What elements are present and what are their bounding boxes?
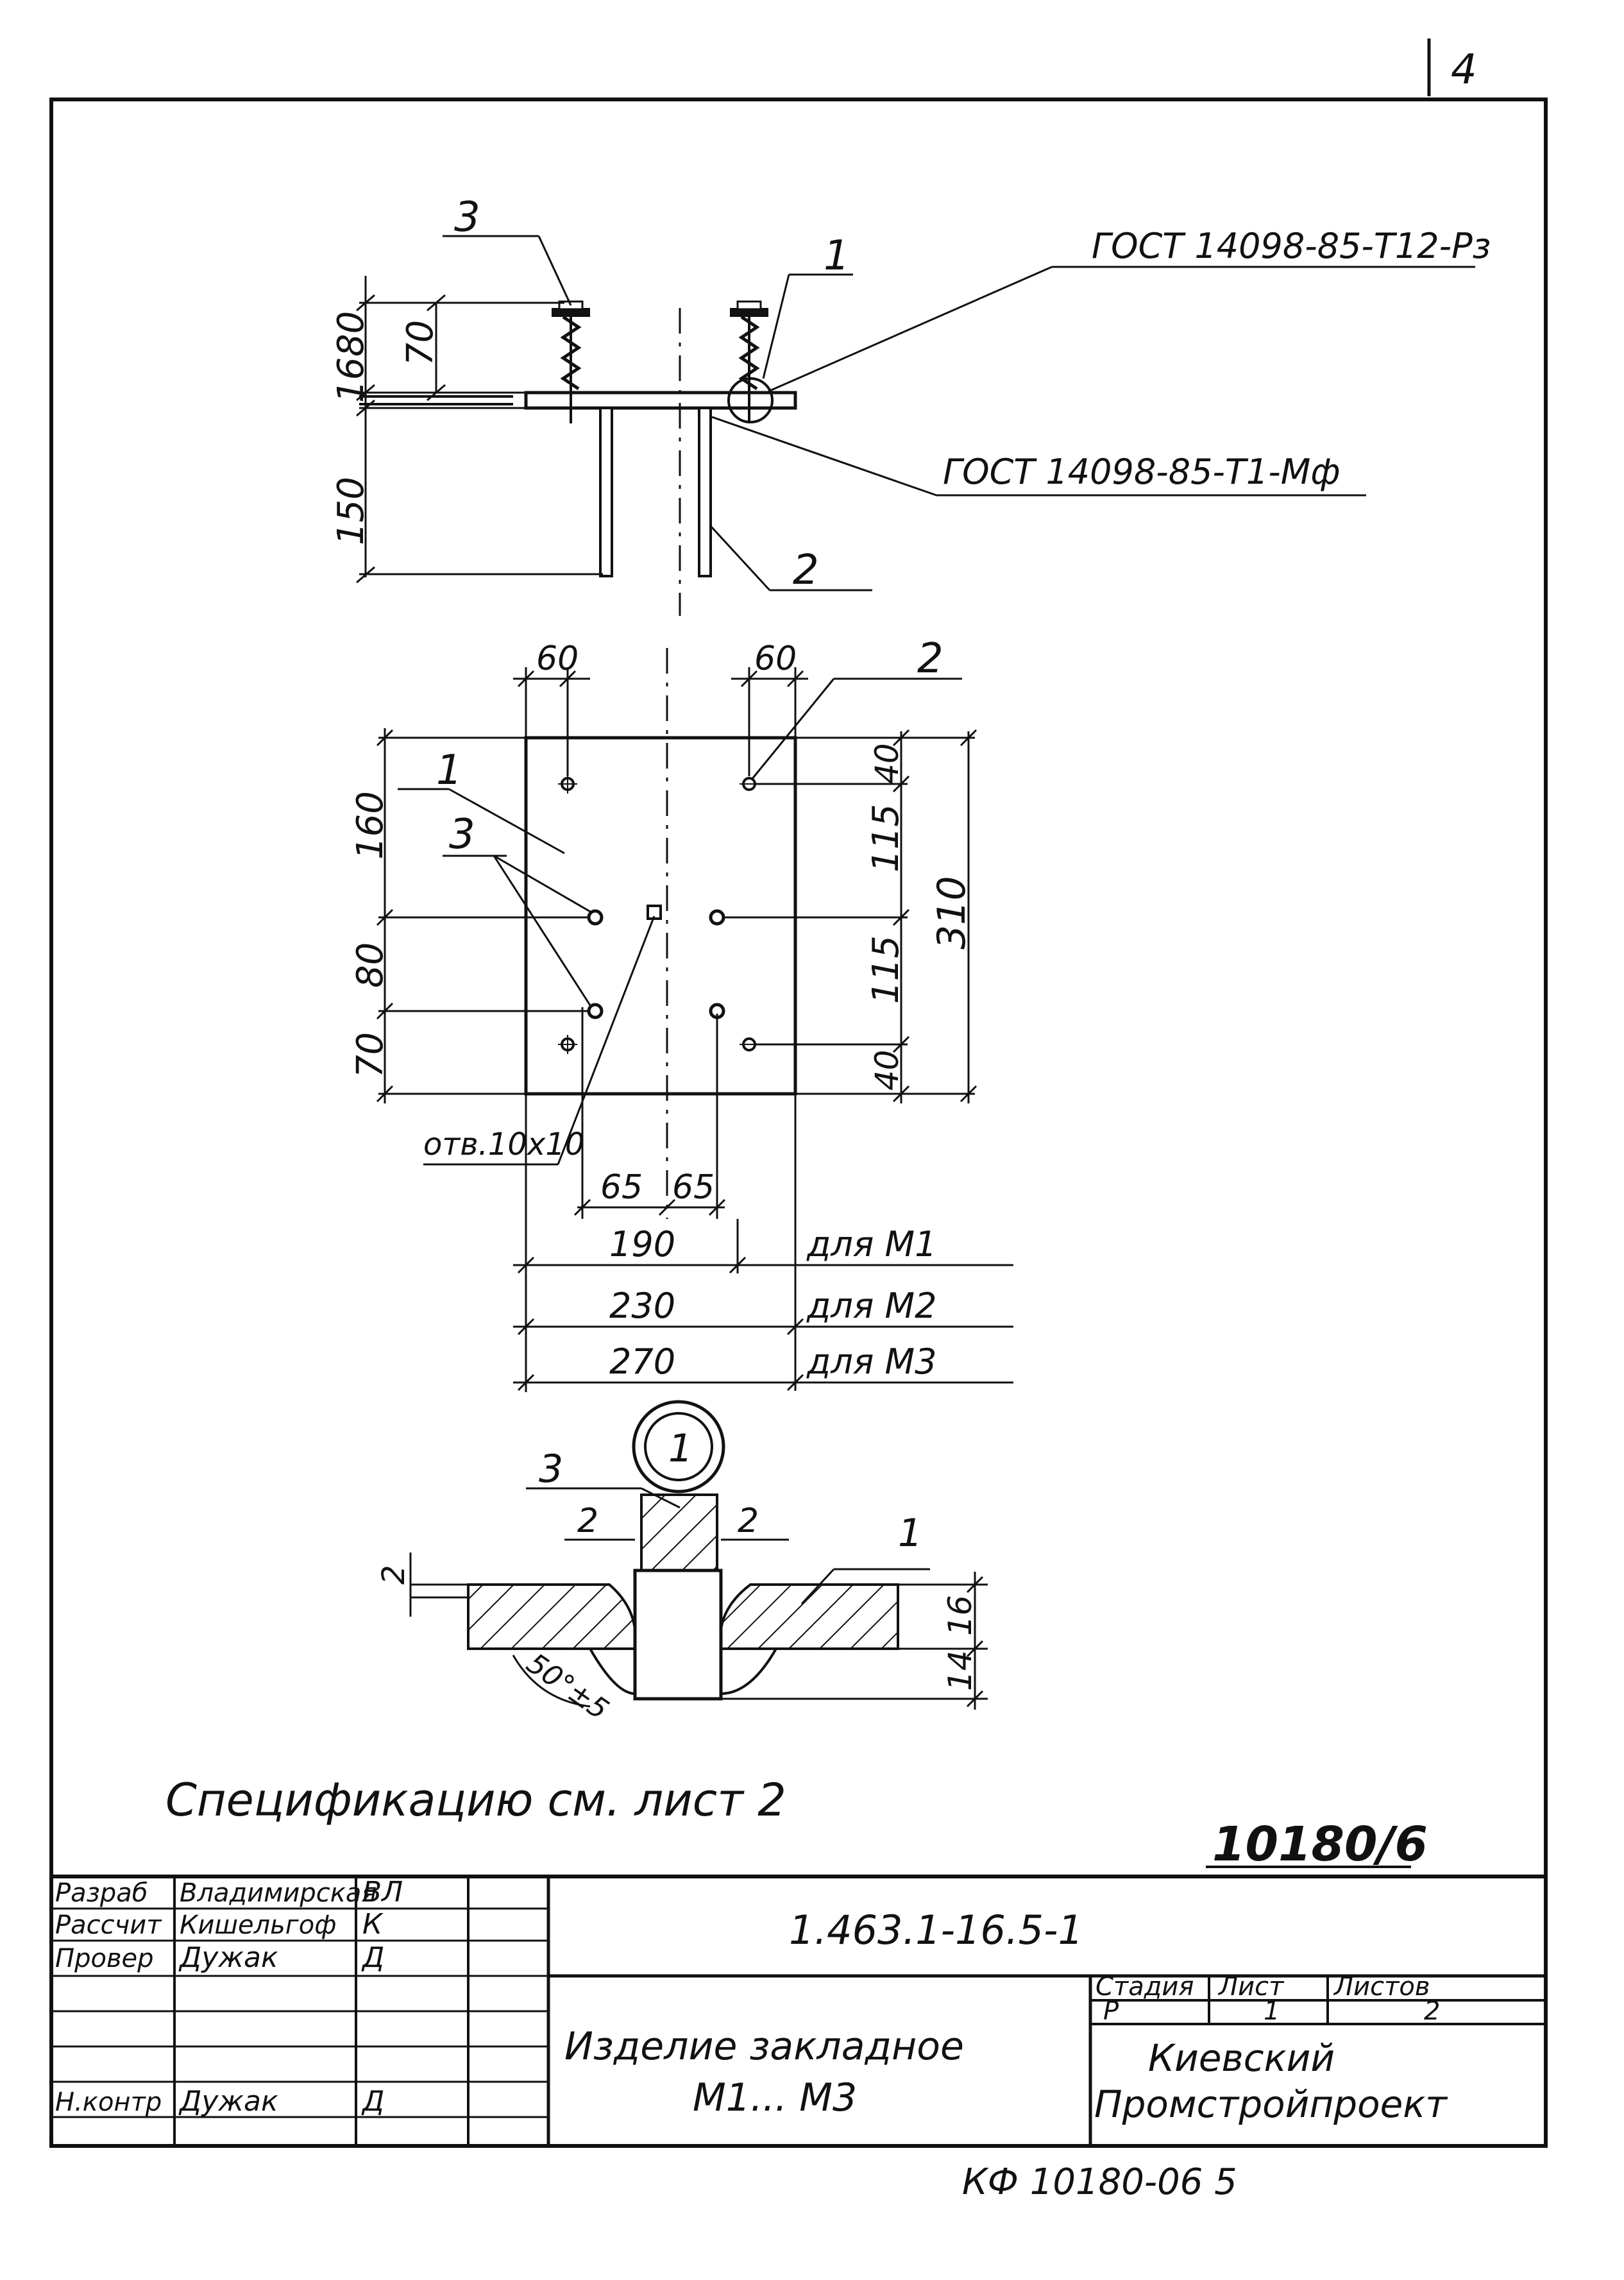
anchor-bar-left [599, 407, 613, 577]
sheets-value: 2 [1424, 1996, 1440, 2026]
detail-stud-head [640, 1493, 718, 1572]
detail-h16: 16 [942, 1595, 979, 1636]
sheet-header: Лист [1217, 1972, 1285, 2002]
org-line2: Промстройпроект [1094, 2082, 1448, 2126]
section-callout-1: 1 [824, 232, 850, 280]
signature: Д [361, 1941, 384, 1974]
width-label: для М2 [806, 1286, 936, 1326]
name: Дужак [178, 2085, 278, 2118]
stud-right [727, 300, 774, 423]
section-callout-3: 3 [454, 194, 480, 241]
detail-callout-3: 3 [539, 1447, 563, 1492]
dim-right-40-top: 40 [868, 743, 906, 784]
title-block: Разраб Владимирская ВЛ Рассчит Кишельгоф… [49, 1875, 1548, 2148]
footer-code: КФ 10180-06 5 [962, 2161, 1237, 2203]
plan-callout-3: 3 [449, 811, 475, 858]
section-view: 3 1 2 ГОСТ 14098-85-Т12-Рз ГОСТ 14098-85… [330, 194, 1491, 616]
detail-plate-right [720, 1583, 899, 1650]
hole-note: отв.10х10 [423, 1127, 584, 1162]
signature-row: Провер Дужак Д [55, 1941, 384, 1974]
product-name-line2: М1... М3 [693, 2075, 857, 2120]
gost-weld-bottom: ГОСТ 14098-85-Т1-Мф [943, 452, 1341, 492]
width-row-m3: 270 для М3 [513, 1334, 1013, 1391]
dim-left-160: 160 [350, 791, 391, 860]
plan-view: 1 2 3 отв.10х10 60 60 160 80 70 [350, 635, 1013, 1392]
role: Разраб [55, 1878, 148, 1908]
designation: 1.463.1-16.5-1 [789, 1907, 1083, 1953]
role: Н.контр [55, 2088, 162, 2117]
signature: К [362, 1908, 384, 1941]
section-dim-70: 70 [400, 320, 441, 366]
detail-angle: 50°±5 [521, 1647, 614, 1726]
signature-row: Рассчит Кишельгоф К [55, 1908, 384, 1941]
dim-left-70: 70 [350, 1032, 391, 1078]
name: Дужак [178, 1941, 278, 1974]
org-line1: Киевский [1148, 2036, 1335, 2080]
width-value: 270 [609, 1341, 675, 1382]
role: Провер [55, 1944, 154, 1973]
dim-bottom-65-left: 65 [600, 1168, 643, 1207]
product-name-line1: Изделие закладное [564, 2024, 964, 2069]
section-dim-150: 150 [330, 477, 372, 545]
plan-callout-2: 2 [917, 635, 943, 683]
dim-top-left-60: 60 [536, 640, 579, 678]
name: Кишельгоф [180, 1910, 336, 1940]
stage-value: Р [1103, 1996, 1119, 2026]
page-number: 4 [1451, 46, 1477, 94]
archive-number: 10180/6 [1212, 1817, 1428, 1872]
section-dim-16: 16 [330, 357, 372, 403]
dim-bottom-65-right: 65 [672, 1168, 715, 1207]
width-label: для М3 [806, 1341, 936, 1382]
dim-right-310: 310 [929, 876, 974, 949]
sheet-value: 1 [1264, 1996, 1280, 2026]
detail-gap-left: 2 [577, 1502, 598, 1540]
dim-right-40-bottom: 40 [868, 1050, 906, 1091]
dim-top-right-60: 60 [754, 640, 797, 678]
detail-marker: 1 [668, 1426, 693, 1471]
plan-callout-1: 1 [436, 747, 462, 794]
signature: Д [361, 2085, 384, 2118]
spec-note: Спецификацию см. лист 2 [165, 1774, 786, 1826]
page-number-corner: 4 [1427, 38, 1477, 96]
signature: ВЛ [362, 1876, 403, 1909]
detail-h14: 14 [942, 1650, 979, 1691]
detail-plate-left [467, 1583, 636, 1650]
detail-stud-body [633, 1569, 723, 1701]
width-label: для М1 [806, 1224, 936, 1264]
stud-left [552, 300, 590, 423]
dim-right-115-bottom: 115 [865, 935, 907, 1004]
dim-right-115-top: 115 [865, 804, 907, 872]
width-value: 190 [609, 1224, 675, 1264]
width-row-m2: 230 для М2 [513, 1094, 1013, 1336]
role: Рассчит [55, 1910, 162, 1940]
detail-gap-right: 2 [738, 1502, 759, 1540]
width-row-m1: 190 для М1 [513, 1219, 1013, 1274]
detail-offset: 2 [376, 1565, 412, 1585]
detail-callout-1: 1 [898, 1511, 922, 1556]
gost-weld-top: ГОСТ 14098-85-Т12-Рз [1092, 226, 1491, 266]
plate-section [524, 391, 797, 410]
name: Владимирская [180, 1878, 376, 1908]
signature-row: Разраб Владимирская ВЛ [55, 1876, 403, 1909]
sheets-header: Листов [1333, 1972, 1430, 2002]
anchor-bar-right [698, 407, 712, 577]
detail-node: 1 3 1 2 2 2 16 14 50° [376, 1400, 988, 1726]
signature-row: Н.контр Дужак Д [55, 2085, 384, 2118]
stage-header: Стадия [1095, 1972, 1194, 2002]
section-callout-2: 2 [793, 547, 819, 594]
width-value: 230 [609, 1286, 675, 1326]
anchor-points [558, 774, 759, 1054]
section-dim-80: 80 [330, 311, 372, 357]
dim-left-80: 80 [350, 942, 391, 988]
